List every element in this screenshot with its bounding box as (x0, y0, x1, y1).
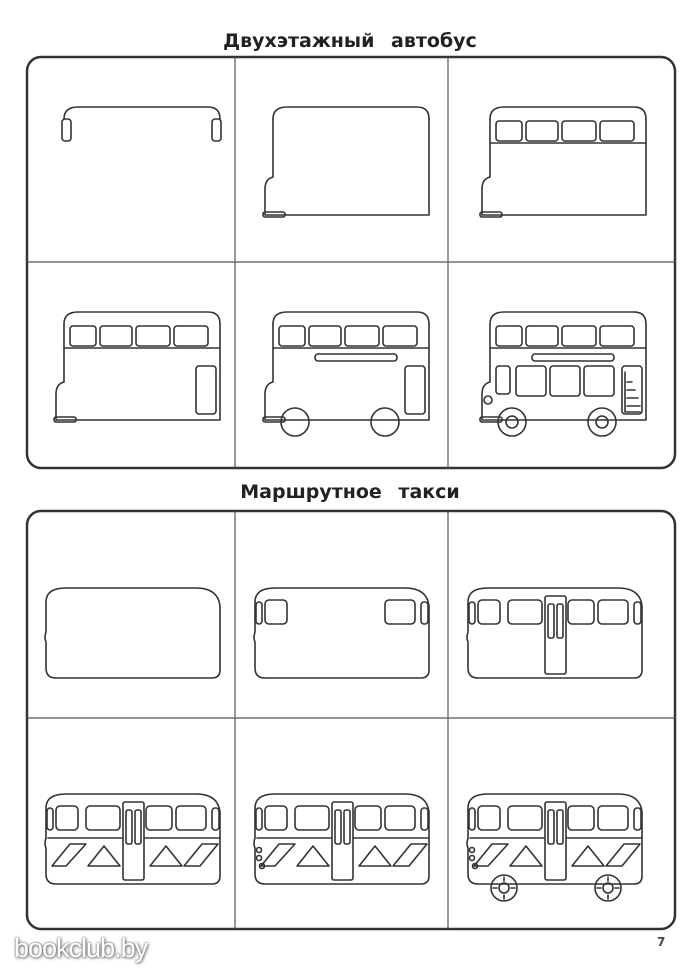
minibus-step-1 (44, 587, 221, 679)
section-title-minibus: Маршрутное такси (240, 481, 460, 503)
bus-step-4 (53, 311, 221, 423)
frame-minibus (25, 509, 677, 931)
bus-step-3 (479, 106, 647, 218)
bus-step-2 (262, 106, 430, 218)
section-title-double-decker: Двухэтажный автобус (223, 30, 477, 52)
minibus-step-2 (253, 587, 430, 679)
bus-step-5 (262, 311, 430, 437)
minibus-step-5 (253, 793, 430, 885)
page-number: 7 (657, 935, 666, 949)
frame-double-decker (25, 55, 677, 470)
bus-step-6 (479, 311, 647, 437)
minibus-step-4 (44, 793, 221, 885)
minibus-step-3 (466, 587, 643, 679)
minibus-step-6 (466, 793, 643, 902)
bus-step-1 (61, 106, 222, 142)
watermark: bookclub.by (14, 933, 148, 963)
